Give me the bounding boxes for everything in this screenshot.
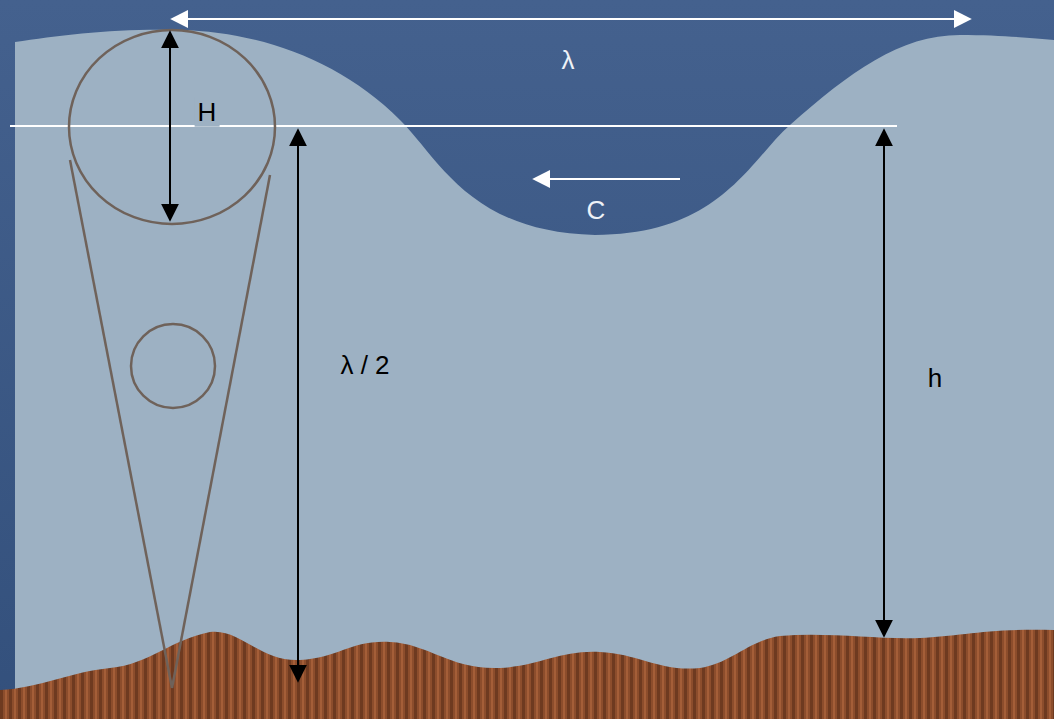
height-label: H — [195, 98, 220, 127]
celerity-label: C — [584, 196, 609, 225]
depth-label: h — [925, 364, 945, 393]
water — [15, 30, 1054, 719]
seabed — [0, 630, 1054, 719]
still-water-line — [10, 125, 897, 127]
wavelength-label: λ — [559, 46, 578, 75]
half-wavelength-label: λ / 2 — [337, 351, 392, 380]
celerity-arrow — [534, 178, 680, 180]
height-arrow — [169, 32, 171, 220]
half-wavelength-arrow — [297, 130, 299, 681]
wavelength-arrow — [172, 18, 970, 20]
orbit-cone — [69, 30, 275, 688]
depth-arrow — [883, 130, 885, 636]
